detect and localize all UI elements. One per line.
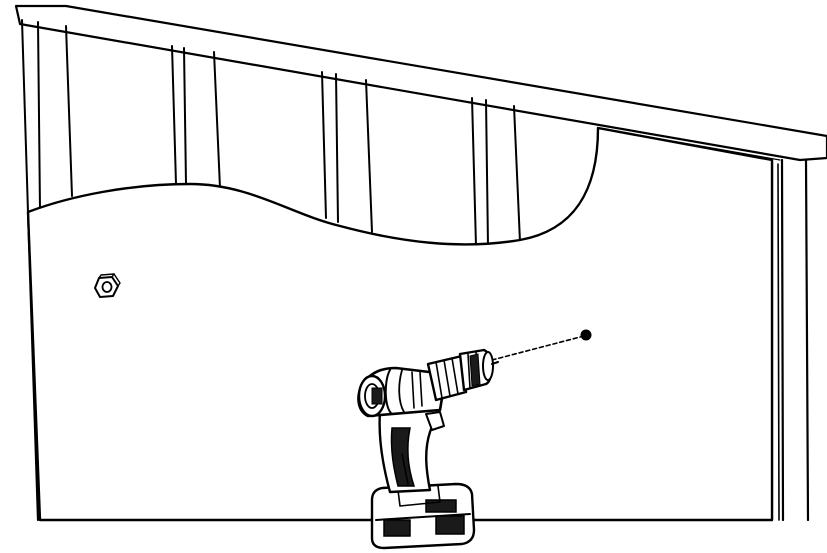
stud-1 (171, 45, 221, 189)
drill-target (491, 329, 592, 361)
stud-2 (321, 71, 373, 233)
cordless-drill-icon (357, 348, 499, 550)
wall-frame (14, 4, 827, 522)
drill-clutch (426, 354, 468, 402)
hex-nut-icon (94, 273, 121, 298)
drill-battery (370, 482, 476, 550)
drill-chuck (458, 348, 499, 392)
right-post (770, 158, 810, 522)
drill-target-dot (580, 329, 592, 341)
top-header-beam (14, 4, 827, 162)
stud-3 (471, 97, 521, 247)
drill-handle (378, 408, 445, 494)
left-stud (21, 19, 73, 213)
wall-panel (26, 126, 774, 522)
